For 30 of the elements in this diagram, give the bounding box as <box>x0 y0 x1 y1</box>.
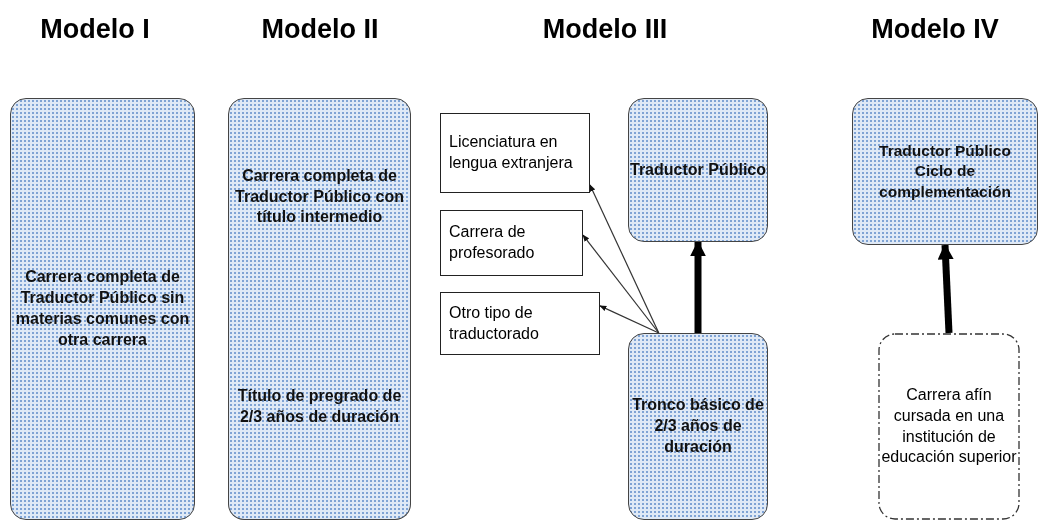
program-box <box>628 333 768 520</box>
arrow <box>937 243 954 334</box>
prior-study-box <box>878 333 1020 520</box>
model-heading: Modelo II <box>260 14 380 45</box>
node-text: Ciclo de complementación <box>878 161 1012 202</box>
program-box <box>628 98 768 242</box>
outcome-box <box>440 292 600 355</box>
node-text: Traductor Público <box>630 159 766 180</box>
program-box <box>852 98 1038 245</box>
model-heading: Modelo I <box>39 14 151 45</box>
arrow <box>589 184 660 334</box>
node-text: Carrera completa de Traductor Público sin materias comunes con otra carrera <box>14 267 191 350</box>
node-text: Carrera afín cursada en una institución de educación superior <box>880 384 1018 468</box>
node-text: Licenciatura en lengua extranjera <box>449 132 574 173</box>
program-box <box>228 98 411 296</box>
arrow <box>599 305 660 334</box>
program-box <box>228 295 411 520</box>
node-text: Carrera de profesorado <box>449 222 536 263</box>
node-text: Otro tipo de traductorado <box>449 302 540 344</box>
model-heading: Modelo IV <box>870 14 1000 45</box>
node-text: Título de pregrado de 2/3 años de duración <box>236 386 403 427</box>
arrow <box>582 234 660 334</box>
model-heading: Modelo III <box>541 14 669 45</box>
node-text: Carrera completa de Traductor Público con título intermedio <box>234 165 405 228</box>
program-box <box>10 98 195 520</box>
outcome-box <box>440 210 583 276</box>
outcome-box <box>440 113 590 193</box>
arrow <box>690 240 706 333</box>
node-text: Tronco básico de 2/3 años de duración <box>631 395 765 457</box>
node-text: Traductor Público <box>879 141 1011 162</box>
